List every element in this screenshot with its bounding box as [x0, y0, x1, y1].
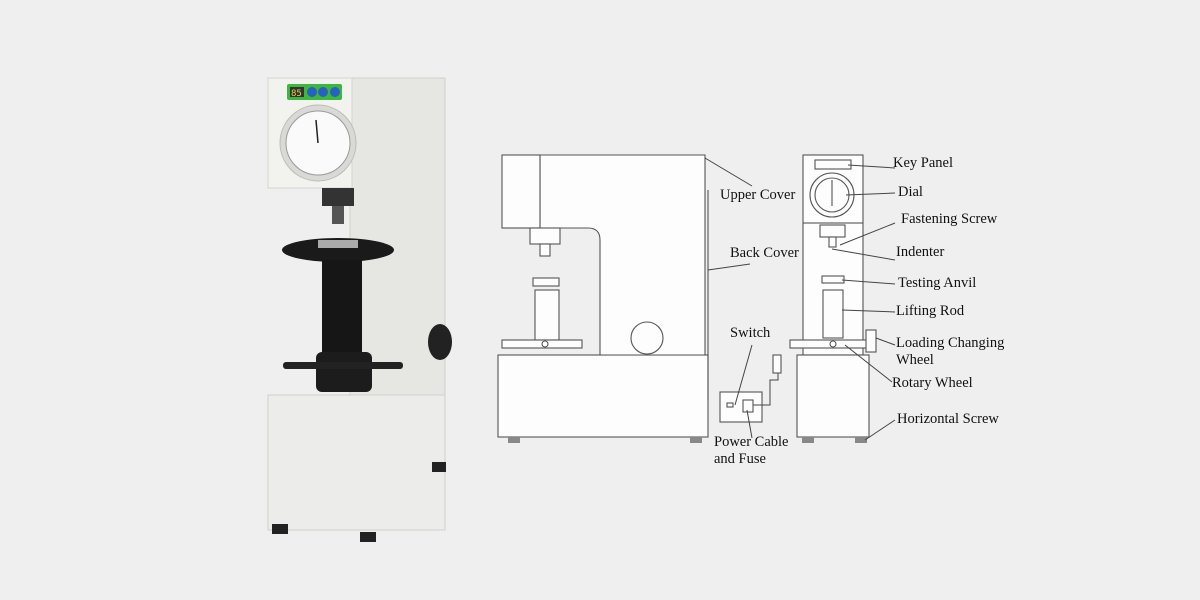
- tester-photo: 85: [267, 77, 452, 542]
- label-back-cover: Back Cover: [730, 245, 799, 261]
- label-testing-anvil: Testing Anvil: [898, 275, 977, 291]
- label-key-panel: Key Panel: [893, 155, 953, 171]
- label-upper-cover: Upper Cover: [720, 187, 796, 203]
- label-loading-line2: Wheel: [896, 352, 934, 368]
- knob-photo: [428, 324, 452, 360]
- label-rotary-wheel: Rotary Wheel: [892, 375, 973, 391]
- label-power-cable-line2: and Fuse: [714, 451, 766, 467]
- label-horizontal-screw: Horizontal Screw: [897, 411, 999, 427]
- label-switch: Switch: [730, 325, 771, 341]
- front-view-drawing: [719, 154, 877, 443]
- switch-box: [719, 391, 763, 423]
- leader-lines: [704, 157, 896, 441]
- label-dial: Dial: [898, 184, 923, 200]
- label-indenter: Indenter: [896, 244, 945, 260]
- anvil-platform-photo: [282, 238, 394, 262]
- display-readout: 85: [291, 89, 302, 99]
- label-lifting-rod: Lifting Rod: [896, 303, 965, 319]
- side-view-drawing: [497, 154, 709, 443]
- label-fastening-screw: Fastening Screw: [901, 211, 998, 227]
- label-loading-line1: Loading Changing: [896, 335, 1005, 351]
- label-power-cable-line1: Power Cable: [714, 434, 789, 450]
